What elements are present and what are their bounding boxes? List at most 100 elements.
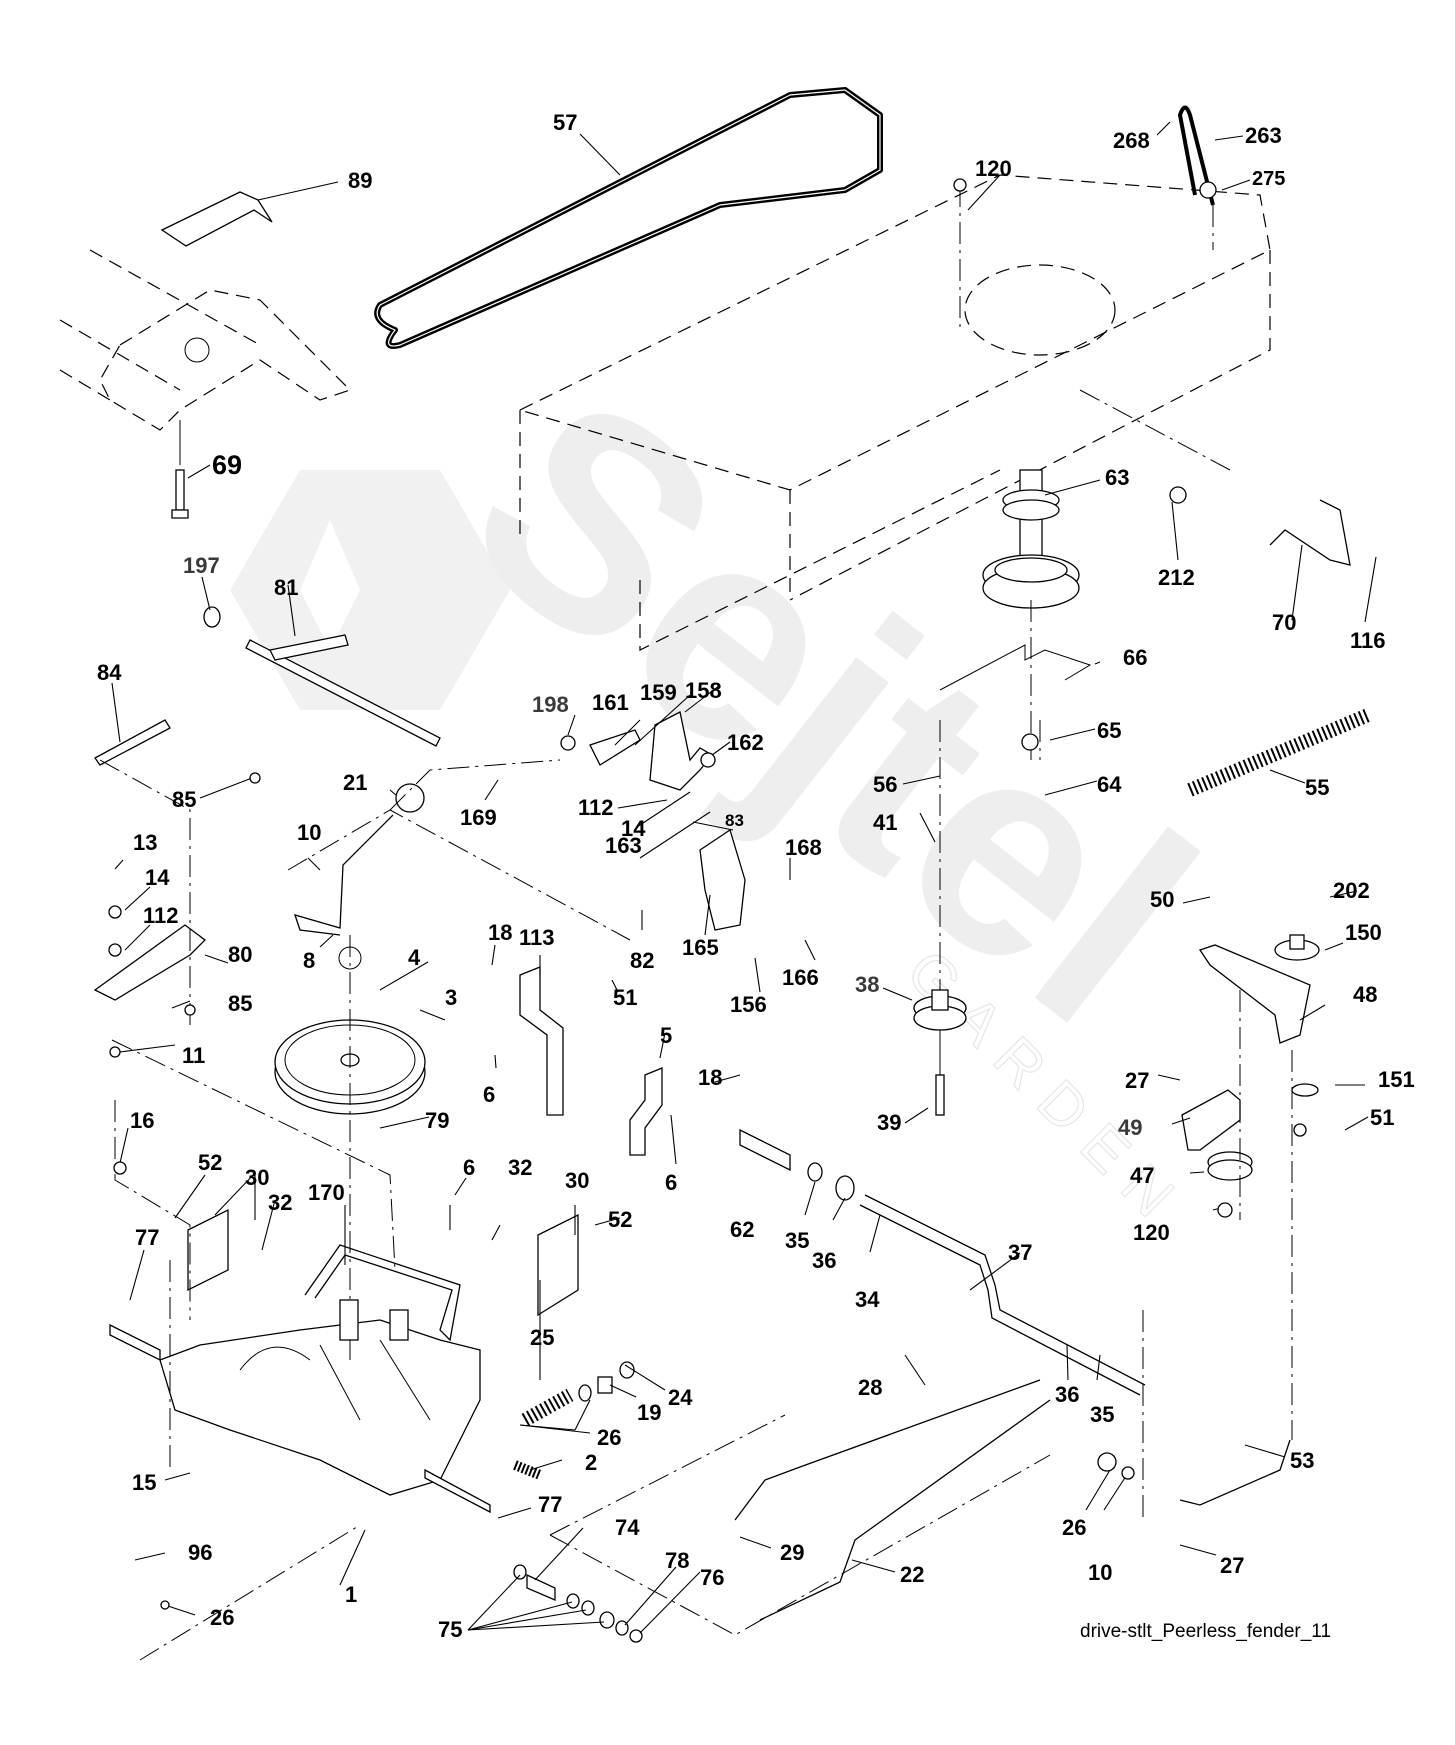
callout-13: 13 — [133, 830, 157, 855]
callout-14-left: 14 — [145, 865, 170, 890]
washer-75d — [599, 1611, 615, 1629]
callout-34: 34 — [855, 1287, 880, 1312]
callout-26-center: 26 — [597, 1425, 621, 1450]
leader-lines — [111, 121, 1377, 1634]
ring-4 — [338, 946, 362, 970]
knob-21 — [395, 783, 425, 813]
callout-15: 15 — [132, 1470, 156, 1495]
callout-275: 275 — [1252, 168, 1285, 190]
transaxle-1 — [109, 1299, 491, 1514]
callout-112-center: 112 — [578, 795, 614, 820]
callout-198: 198 — [532, 692, 569, 717]
washer-75a — [513, 1564, 527, 1580]
hardware — [108, 178, 1307, 1610]
callout-30-right: 30 — [565, 1168, 589, 1193]
callout-36-lower: 36 — [1055, 1382, 1079, 1407]
callout-6-lower: 6 — [665, 1170, 677, 1195]
callout-27-lower: 27 — [1220, 1553, 1244, 1578]
rod-84 — [94, 719, 171, 766]
callout-6-middle: 6 — [463, 1155, 475, 1180]
spacer-74 — [526, 1573, 556, 1601]
pulley-38 — [913, 989, 967, 1031]
callout-32-left: 32 — [268, 1190, 292, 1215]
callout-197: 197 — [183, 553, 220, 578]
bracket-48 — [1198, 944, 1311, 1044]
callout-62: 62 — [730, 1217, 754, 1242]
callout-10-lower: 10 — [1088, 1560, 1112, 1585]
callout-22: 22 — [900, 1562, 924, 1587]
callout-26-right: 26 — [1062, 1515, 1086, 1540]
callout-4: 4 — [408, 945, 421, 970]
callout-113: 113 — [519, 925, 555, 950]
callout-37: 37 — [1008, 1240, 1032, 1265]
callout-51-right: 51 — [1370, 1105, 1394, 1130]
callout-158: 158 — [685, 678, 722, 703]
callout-77-lower: 77 — [538, 1492, 562, 1517]
callout-65: 65 — [1097, 718, 1121, 743]
callout-6-upper: 6 — [483, 1082, 495, 1107]
callout-26-left: 26 — [210, 1605, 234, 1630]
callout-29: 29 — [780, 1540, 804, 1565]
callout-14-center: 14 — [621, 816, 646, 841]
lever-8 — [293, 814, 394, 936]
callout-83: 83 — [725, 811, 744, 830]
bracket-30-right — [537, 1213, 579, 1317]
callout-166: 166 — [782, 965, 819, 990]
bushing-197 — [203, 606, 221, 628]
callout-168: 168 — [785, 835, 822, 860]
bracket-30-left — [187, 1208, 229, 1292]
callout-75: 75 — [438, 1617, 462, 1642]
callout-70: 70 — [1272, 610, 1296, 635]
callout-85-lower: 85 — [228, 991, 252, 1016]
rod-70 — [1269, 499, 1351, 566]
callout-78: 78 — [665, 1548, 689, 1573]
callout-74: 74 — [615, 1515, 640, 1540]
callout-96: 96 — [188, 1540, 212, 1565]
washer-75b — [566, 1593, 580, 1609]
callout-53: 53 — [1290, 1448, 1314, 1473]
callout-56: 56 — [873, 772, 897, 797]
callout-52-right: 52 — [608, 1207, 632, 1232]
callout-268: 268 — [1113, 128, 1150, 153]
callout-19: 19 — [637, 1400, 661, 1425]
callout-202: 202 — [1333, 878, 1370, 903]
plate-80 — [93, 924, 206, 1001]
callout-8: 8 — [303, 948, 315, 973]
callout-57: 57 — [553, 110, 577, 135]
callout-162: 162 — [727, 730, 764, 755]
callout-28: 28 — [858, 1375, 882, 1400]
small-belt — [1178, 105, 1215, 206]
callout-170: 170 — [308, 1180, 345, 1205]
callout-112-left: 112 — [143, 903, 179, 928]
callout-163: 163 — [605, 833, 642, 858]
callout-159: 159 — [640, 680, 677, 705]
callout-35-upper: 35 — [785, 1228, 809, 1253]
callout-82: 82 — [630, 948, 654, 973]
callout-38: 38 — [855, 972, 879, 997]
bracket-165 — [699, 828, 746, 931]
callout-50: 50 — [1150, 887, 1174, 912]
assembly-lines — [99, 185, 1214, 1661]
drive-belt — [374, 87, 883, 349]
callout-32-right: 32 — [508, 1155, 532, 1180]
callout-89: 89 — [348, 168, 372, 193]
callout-18-lower: 18 — [698, 1065, 722, 1090]
callout-5: 5 — [660, 1023, 672, 1048]
callout-3: 3 — [445, 985, 457, 1010]
callout-16: 16 — [130, 1108, 154, 1133]
callout-49: 49 — [1118, 1115, 1142, 1140]
callout-84: 84 — [97, 660, 122, 685]
rod-53 — [1179, 1439, 1291, 1506]
callout-79: 79 — [425, 1108, 449, 1133]
callout-27-upper: 27 — [1125, 1068, 1149, 1093]
callout-150: 150 — [1345, 920, 1382, 945]
callout-10-upper: 10 — [297, 820, 321, 845]
callout-35-lower: 35 — [1090, 1402, 1114, 1427]
callout-80: 80 — [228, 942, 252, 967]
bracket-5 — [629, 1067, 663, 1156]
nut-24 — [619, 1361, 635, 1379]
callout-64: 64 — [1097, 772, 1122, 797]
rod-81 — [245, 639, 441, 747]
callout-18-upper: 18 — [488, 920, 512, 945]
callout-24: 24 — [668, 1385, 693, 1410]
